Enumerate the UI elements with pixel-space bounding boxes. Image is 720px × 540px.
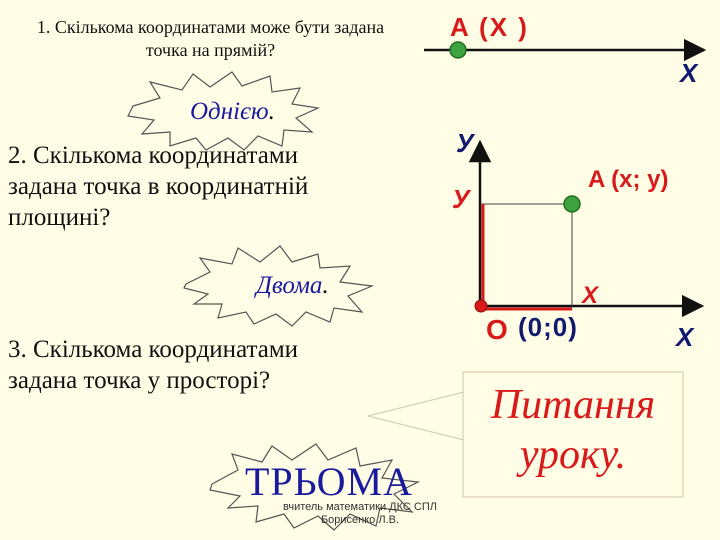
y-projection-label: У	[452, 184, 470, 214]
answer-2-text: Двома	[256, 272, 323, 299]
lesson-callout-text: Питання уроку.	[490, 382, 656, 478]
answer-2-period: .	[322, 272, 329, 299]
line-axis-label: X	[680, 58, 698, 88]
answer-burst-2	[183, 245, 375, 327]
answer-2: Двома.	[256, 272, 329, 300]
point-a-on-plane	[563, 195, 581, 213]
lesson-callout-pointer	[367, 391, 465, 441]
answer-1-period: .	[268, 98, 275, 125]
answer-3: ТРЬОМА	[245, 459, 413, 504]
answer-1: Однією.	[190, 98, 275, 126]
footer: вчитель математики ДКС СПЛ Борисенко Л.В…	[250, 501, 470, 527]
x-axis-label: Х	[676, 322, 694, 352]
answer-burst-1	[127, 71, 321, 151]
x-projection-label: X	[582, 282, 599, 309]
answer-1-text: Однією	[190, 98, 269, 125]
point-a-on-line	[449, 41, 467, 59]
origin-point	[474, 299, 488, 313]
plane-point-label: A (x; y)	[588, 166, 669, 193]
y-axis-label: У	[456, 128, 474, 158]
question-2: 2. Скількома координатами задана точка в…	[8, 142, 309, 231]
origin-letter: О	[486, 314, 508, 345]
footer-line-2: Борисенко Л.В.	[320, 514, 400, 526]
question-3: 3. Скількома координатами задана точка у…	[8, 336, 299, 394]
lesson-callout-box	[462, 371, 684, 498]
question-1: 1. Скількома координатами може бути зада…	[36, 17, 385, 60]
origin-coords: (0;0)	[518, 312, 578, 342]
footer-line-1: вчитель математики ДКС СПЛ	[282, 501, 437, 513]
line-point-label: A (X )	[450, 12, 529, 42]
answer-burst-3	[209, 443, 421, 531]
